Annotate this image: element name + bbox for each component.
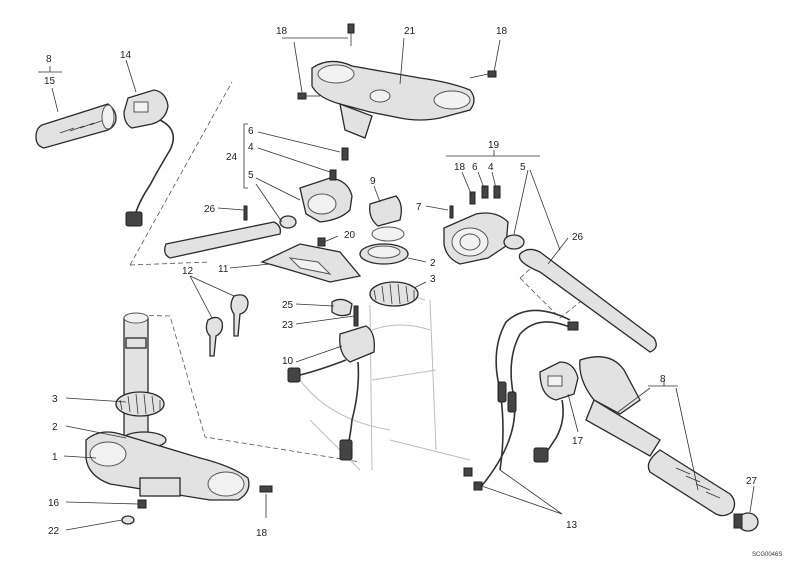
callout-2-lower: 2	[52, 422, 58, 433]
upper-triple-clamp	[311, 60, 475, 139]
right-clip-on	[443, 185, 525, 265]
ignition-cap	[369, 195, 405, 242]
callout-13: 13	[566, 520, 578, 531]
right-switch-housing	[533, 361, 579, 463]
left-grip	[35, 103, 117, 149]
callout-18-right-clip: 18	[454, 162, 466, 173]
clamp-bolt-left	[297, 92, 320, 100]
ignition-bracket	[260, 243, 362, 283]
callout-5-left: 5	[248, 170, 254, 181]
callout-labels: 8 15 14 18 21 18 6 4 24 5 26 9 20 2 11 1…	[44, 26, 782, 558]
callout-23: 23	[282, 320, 294, 331]
callout-24: 24	[226, 152, 238, 163]
callout-7: 7	[416, 202, 422, 213]
callout-16: 16	[48, 498, 60, 509]
callout-6-left: 6	[248, 126, 254, 137]
callout-9: 9	[370, 176, 376, 187]
callout-4-right: 4	[488, 162, 494, 173]
callout-5-right: 5	[520, 162, 526, 173]
callout-14: 14	[120, 50, 132, 61]
assembly-dashed-lines	[124, 81, 581, 463]
callout-10: 10	[282, 356, 294, 367]
callout-17: 17	[572, 436, 584, 447]
ignition-switch	[287, 325, 375, 461]
callout-26-right: 26	[572, 232, 584, 243]
callout-18-bottom: 18	[256, 528, 268, 539]
callout-8-right: 8	[660, 374, 666, 385]
clamp-bolt-right	[469, 70, 497, 79]
lower-clamp-washer	[121, 515, 135, 525]
callout-15: 15	[44, 76, 56, 87]
throttle-cables	[463, 309, 579, 491]
ignition-screw	[353, 305, 359, 327]
callout-3-upper: 3	[430, 274, 436, 285]
leader-lines	[38, 37, 755, 531]
callout-1: 1	[52, 452, 58, 463]
bearing-lower	[115, 391, 165, 417]
clamp-bolt-top	[347, 23, 355, 46]
callout-8-left: 8	[46, 54, 52, 65]
lower-clamp-screw	[259, 485, 273, 493]
callout-26-left: 26	[204, 204, 216, 215]
callout-11: 11	[218, 264, 229, 275]
bar-end-weight	[733, 512, 759, 532]
callout-25: 25	[282, 300, 294, 311]
callout-12: 12	[182, 266, 194, 277]
lower-triple-clamp	[85, 431, 250, 501]
left-switch-housing	[123, 89, 175, 227]
callout-19: 19	[488, 140, 500, 151]
right-grip	[647, 449, 736, 517]
callout-18-top-right: 18	[496, 26, 508, 37]
callout-22: 22	[48, 526, 60, 537]
callout-20: 20	[344, 230, 356, 241]
bearing-upper	[369, 281, 419, 307]
left-clip-on	[279, 147, 353, 229]
left-handlebar-tube	[164, 205, 282, 259]
callout-2-upper: 2	[430, 258, 436, 269]
callout-18-top-left: 18	[276, 26, 288, 37]
lower-clamp-bolt	[137, 499, 147, 509]
ignition-keys	[205, 294, 249, 357]
ignition-ring-nut	[359, 243, 409, 265]
frame-ghost-outline	[299, 294, 471, 471]
callout-4-left: 4	[248, 142, 254, 153]
callout-3-lower: 3	[52, 394, 58, 405]
callout-6-right: 6	[472, 162, 478, 173]
throttle-body	[579, 356, 661, 457]
steering-stem	[123, 312, 149, 439]
ignition-bolt	[317, 237, 326, 247]
ignition-clip	[331, 298, 353, 317]
callout-21: 21	[404, 26, 416, 37]
drawing-code: SCG0046S	[752, 552, 782, 558]
right-handlebar-tube	[518, 248, 657, 353]
callout-27: 27	[746, 476, 758, 487]
